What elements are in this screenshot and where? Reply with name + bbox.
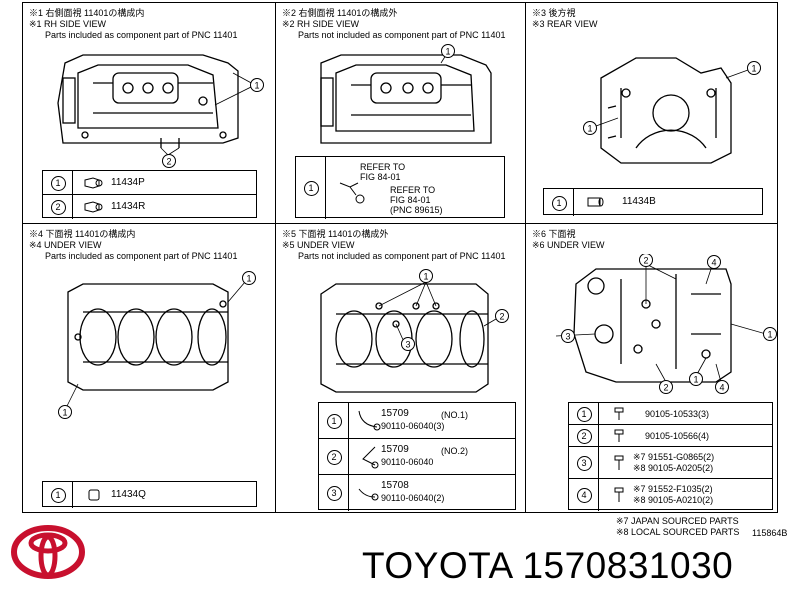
plug-icon: [84, 201, 103, 213]
panel-header: ※6 下面視 ※6 UNDER VIEW: [532, 229, 605, 250]
svg-text:2: 2: [643, 256, 648, 266]
table-row: 1 15709 (NO.1) 90110-06040(3): [319, 403, 515, 439]
plug-icon: [84, 177, 103, 189]
panel-header: ※2 右側面視 11401の構成外 ※2 RH SIDE VIEW Parts …: [282, 8, 506, 40]
svg-text:1: 1: [751, 64, 756, 74]
plug-icon: [587, 197, 604, 207]
part-number-title: TOYOTA 1570831030: [362, 545, 734, 586]
panel-rh-side-included: ※1 右側面視 11401の構成内 ※1 RH SIDE VIEW Parts …: [23, 3, 275, 223]
plug-icon: [88, 489, 100, 501]
panel-header: ※5 下面視 11401の構成外 ※5 UNDER VIEW Parts not…: [282, 229, 506, 261]
block-under-drawing: 1 1: [58, 271, 256, 419]
parts-diagram-sheet: ※1 右側面視 11401の構成内 ※1 RH SIDE VIEW Parts …: [22, 2, 778, 513]
table-row: 3 ※7 91551-G0865(2) ※8 90105-A0205(2): [569, 447, 772, 479]
panel-header: ※3 後方視 ※3 REAR VIEW: [532, 8, 598, 29]
callout-1: 1: [254, 81, 259, 91]
panel-header: ※4 下面視 11401の構成内 ※4 UNDER VIEW Parts inc…: [29, 229, 238, 261]
drawing-code: 115864B: [752, 528, 788, 538]
panel-under-view-included: ※4 下面視 11401の構成内 ※4 UNDER VIEW Parts inc…: [23, 224, 275, 514]
panel-under-view-excluded: ※5 下面視 11401の構成外 ※5 UNDER VIEW Parts not…: [276, 224, 525, 514]
svg-text:1: 1: [693, 375, 698, 385]
svg-text:3: 3: [565, 332, 570, 342]
bolt-icon: [614, 429, 624, 442]
parts-table: 1 11434P 2 11434R: [42, 170, 257, 219]
block-under-drawing: 1 3 2: [320, 269, 509, 393]
toyota-logo-icon: [11, 525, 85, 579]
parts-table: 1 11434B: [543, 188, 763, 216]
panel-header: ※1 右側面視 11401の構成内 ※1 RH SIDE VIEW Parts …: [29, 8, 238, 40]
svg-text:1: 1: [445, 47, 450, 57]
table-row: 2 15709 (NO.2) 90110-06040: [319, 439, 515, 475]
table-row: 2 11434R: [43, 195, 256, 219]
svg-text:2: 2: [663, 383, 668, 393]
bolt-icon: [614, 407, 624, 420]
block-rear-drawing: 1 1: [583, 57, 761, 164]
svg-text:4: 4: [711, 258, 716, 268]
svg-text:2: 2: [499, 312, 504, 322]
parts-table: 1 90105-10533(3) 2 90105-10566(4) 3 ※7 9…: [568, 402, 773, 511]
block-under-drawing: 2 4 3 1 2 1 4: [555, 254, 777, 394]
parts-table: 1 15709 (NO.1) 90110-06040(3) 2 15709 (N…: [318, 402, 516, 511]
footnote-japan: ※7 JAPAN SOURCED PARTS: [616, 516, 739, 526]
svg-text:1: 1: [587, 124, 592, 134]
table-row: 1 90105-10533(3): [569, 403, 772, 425]
panel-rear-view: ※3 後方視 ※3 REAR VIEW 1 1 1 11434B: [526, 3, 779, 223]
parts-table: 1 11434Q: [42, 481, 257, 508]
table-row: 2 90105-10566(4): [569, 425, 772, 447]
bolt-icon: [614, 455, 624, 470]
table-row: 1 11434Q: [43, 482, 256, 508]
svg-text:3: 3: [405, 340, 410, 350]
footnote-local: ※8 LOCAL SOURCED PARTS: [616, 527, 740, 537]
bolt-icon: [339, 182, 365, 204]
block-rh-side-drawing: 1 2: [57, 54, 264, 168]
svg-text:1: 1: [767, 330, 772, 340]
callout-2: 2: [166, 157, 171, 167]
pipe-icon: [358, 410, 381, 431]
table-row: 4 ※7 91552-F1035(2) ※8 90105-A0210(2): [569, 479, 772, 511]
bolt-icon: [614, 487, 624, 502]
panel-rh-side-excluded: ※2 右側面視 11401の構成外 ※2 RH SIDE VIEW Parts …: [276, 3, 525, 223]
svg-text:1: 1: [246, 274, 251, 284]
panel-under-view: ※6 下面視 ※6 UNDER VIEW 2 4: [526, 224, 779, 514]
pipe-icon: [358, 488, 379, 501]
table-row: 1 11434B: [544, 189, 762, 216]
block-rh-side-drawing: 1: [320, 44, 492, 144]
table-row: 1 REFER TO FIG 84-01 REFER TO FIG 84-01 …: [296, 157, 504, 219]
svg-text:1: 1: [423, 272, 428, 282]
table-row: 1 11434P: [43, 171, 256, 195]
table-row: 3 15708 90110-06040(2): [319, 475, 515, 511]
parts-table: 1 REFER TO FIG 84-01 REFER TO FIG 84-01 …: [295, 156, 505, 219]
svg-text:1: 1: [62, 408, 67, 418]
pipe-icon: [362, 446, 379, 469]
svg-text:4: 4: [719, 383, 724, 393]
